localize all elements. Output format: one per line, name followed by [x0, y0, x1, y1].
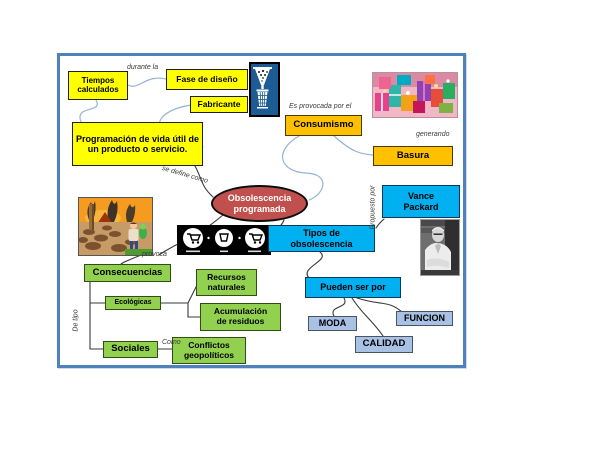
- node-label: FUNCION: [404, 313, 445, 324]
- node-label: Recursos naturales: [207, 271, 246, 292]
- node-fabricante: Fabricante: [190, 96, 248, 113]
- hourglass-trash-icon: [249, 62, 280, 117]
- edge-label-como: Como: [162, 339, 181, 346]
- edge-label-generando: generando: [416, 131, 450, 138]
- edge-label-propuesto-por: Propuesto por: [369, 185, 377, 230]
- node-consecuencias: Consecuencias: [84, 264, 171, 282]
- node-label: Conflictos geopolíticos: [183, 339, 235, 360]
- node-label: Vance Packard: [403, 191, 439, 212]
- node-tipos-de-obsolescencia: Tipos de obsolescencia: [268, 225, 375, 252]
- node-label: Fabricante: [197, 98, 241, 109]
- vance-packard-portrait: [420, 219, 460, 276]
- node-label: Ecológicas: [114, 299, 152, 307]
- edge-label-es-provocada: Es provocada por el: [289, 103, 352, 110]
- edge-label-de-tipo: De tipo: [72, 309, 80, 332]
- node-fase-de-diseno: Fase de diseño: [166, 69, 248, 90]
- node-label: Pueden ser por: [320, 282, 386, 293]
- node-label: Fase de diseño: [176, 73, 238, 84]
- node-label: Programación de vida útil de un producto…: [75, 133, 200, 154]
- edge-label-provoca: provoca: [142, 251, 167, 258]
- node-label: Consecuencias: [92, 266, 163, 278]
- node-label: Tiempos calculados: [77, 75, 119, 94]
- node-calidad: CALIDAD: [355, 336, 413, 353]
- node-label: MODA: [318, 318, 347, 329]
- node-basura: Basura: [373, 146, 453, 166]
- node-conflictos-geopoliticos: Conflictos geopolíticos: [172, 337, 246, 364]
- node-pueden-ser-por: Pueden ser por: [305, 277, 401, 298]
- central-node-obsolescencia-programada: Obsolescencia programada: [211, 185, 308, 222]
- node-recursos-naturales: Recursos naturales: [196, 269, 257, 296]
- node-label: CALIDAD: [362, 338, 406, 350]
- pollution-consequences-cartoon: [78, 197, 153, 256]
- node-moda: MODA: [308, 316, 357, 331]
- node-tiempos-calculados: Tiempos calculados: [68, 71, 128, 100]
- node-consumismo: Consumismo: [285, 115, 362, 136]
- node-vance-packard: Vance Packard: [382, 185, 460, 218]
- node-label: Tipos de obsolescencia: [290, 228, 353, 249]
- node-label: Basura: [396, 149, 430, 161]
- node-funcion: FUNCION: [396, 311, 453, 326]
- buy-use-throw-carts-image: [177, 225, 271, 255]
- node-acumulacion-de-residuos: Acumulación de residuos: [200, 303, 281, 331]
- gifts-photo: [372, 72, 458, 118]
- node-label: Consumismo: [293, 119, 354, 131]
- node-sociales: Sociales: [103, 341, 158, 358]
- node-ecologicas: Ecológicas: [105, 296, 161, 310]
- central-label: Obsolescencia programada: [227, 193, 292, 214]
- node-programacion-vida-util: Programación de vida útil de un producto…: [72, 122, 203, 166]
- node-label: Sociales: [111, 343, 150, 355]
- node-label: Acumulación de residuos: [213, 306, 268, 326]
- edge-label-durante-la: durante la: [127, 64, 159, 71]
